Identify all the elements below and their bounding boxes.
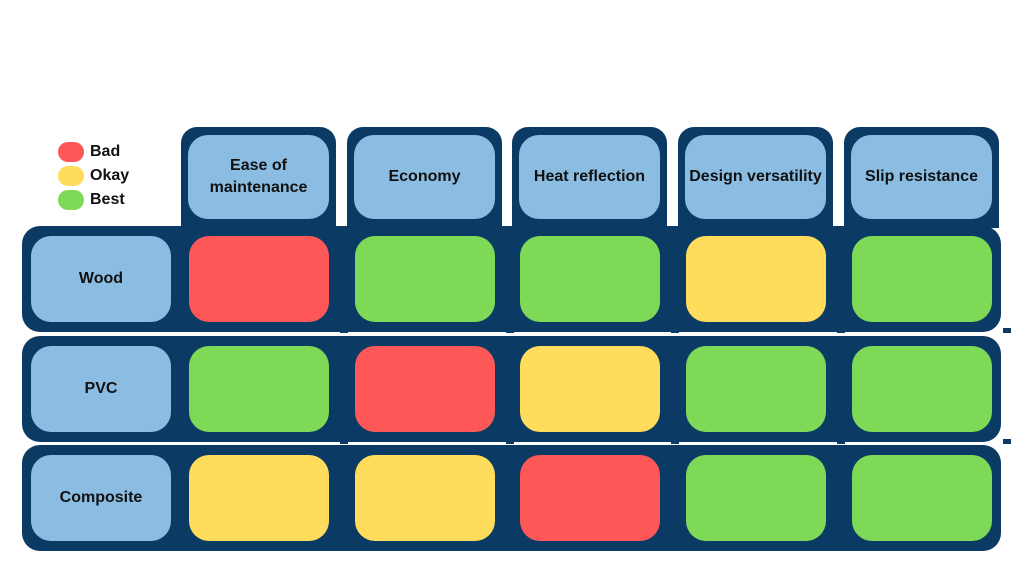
- legend-swatch-best: [58, 190, 84, 210]
- rating-cell-bad: [355, 346, 495, 432]
- rating-cell-okay: [686, 236, 826, 322]
- rating-cell-best: [686, 346, 826, 432]
- row-frame: [22, 226, 1001, 332]
- rating-cell-bad: [189, 236, 329, 322]
- legend-swatch-okay: [58, 166, 84, 186]
- row-frame: [22, 336, 1001, 442]
- legend-label-bad: Bad: [90, 143, 121, 160]
- rating-cell-best: [355, 236, 495, 322]
- row-connector: [1003, 328, 1011, 333]
- column-header: Design versatility: [685, 135, 826, 219]
- rating-cell-best: [852, 455, 992, 541]
- row-connector: [671, 328, 679, 333]
- row-connector: [340, 439, 348, 444]
- rating-cell-okay: [355, 455, 495, 541]
- legend-swatch-bad: [58, 142, 84, 162]
- row-connector: [506, 328, 514, 333]
- rating-cell-okay: [189, 455, 329, 541]
- rating-cell-best: [852, 236, 992, 322]
- row-connector: [340, 328, 348, 333]
- row-connector: [837, 328, 845, 333]
- row-label: PVC: [31, 346, 171, 432]
- row-frame: [22, 445, 1001, 551]
- row-label: Composite: [31, 455, 171, 541]
- column-header: Economy: [354, 135, 495, 219]
- row-connector: [837, 439, 845, 444]
- rating-cell-best: [686, 455, 826, 541]
- legend-label-best: Best: [90, 191, 125, 208]
- legend-item-best: Best: [58, 188, 129, 212]
- column-header: Heat reflection: [519, 135, 660, 219]
- row-connector: [506, 439, 514, 444]
- legend-item-bad: Bad: [58, 140, 129, 164]
- legend: Bad Okay Best: [58, 140, 129, 212]
- rating-cell-best: [520, 236, 660, 322]
- column-header: Ease of maintenance: [188, 135, 329, 219]
- rating-cell-best: [189, 346, 329, 432]
- row-connector: [1003, 439, 1011, 444]
- row-connector: [671, 439, 679, 444]
- column-header: Slip resistance: [851, 135, 992, 219]
- rating-cell-bad: [520, 455, 660, 541]
- rating-cell-best: [852, 346, 992, 432]
- legend-item-okay: Okay: [58, 164, 129, 188]
- legend-label-okay: Okay: [90, 167, 130, 184]
- row-label: Wood: [31, 236, 171, 322]
- rating-cell-okay: [520, 346, 660, 432]
